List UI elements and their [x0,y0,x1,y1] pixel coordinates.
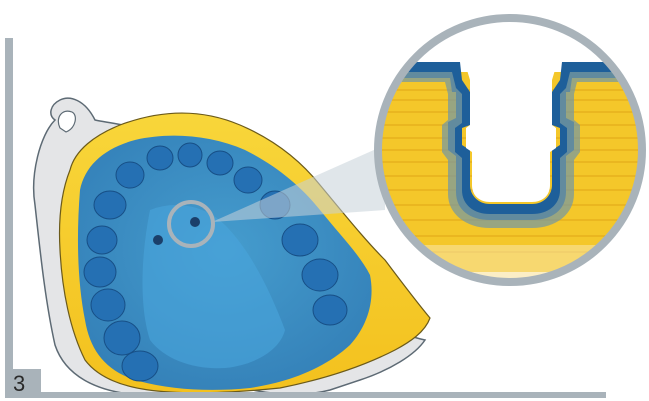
frame-left-bar [5,38,13,396]
frame-bottom-bar [5,392,606,398]
step-number-box: 3 [5,369,41,398]
step-number: 3 [13,371,25,397]
